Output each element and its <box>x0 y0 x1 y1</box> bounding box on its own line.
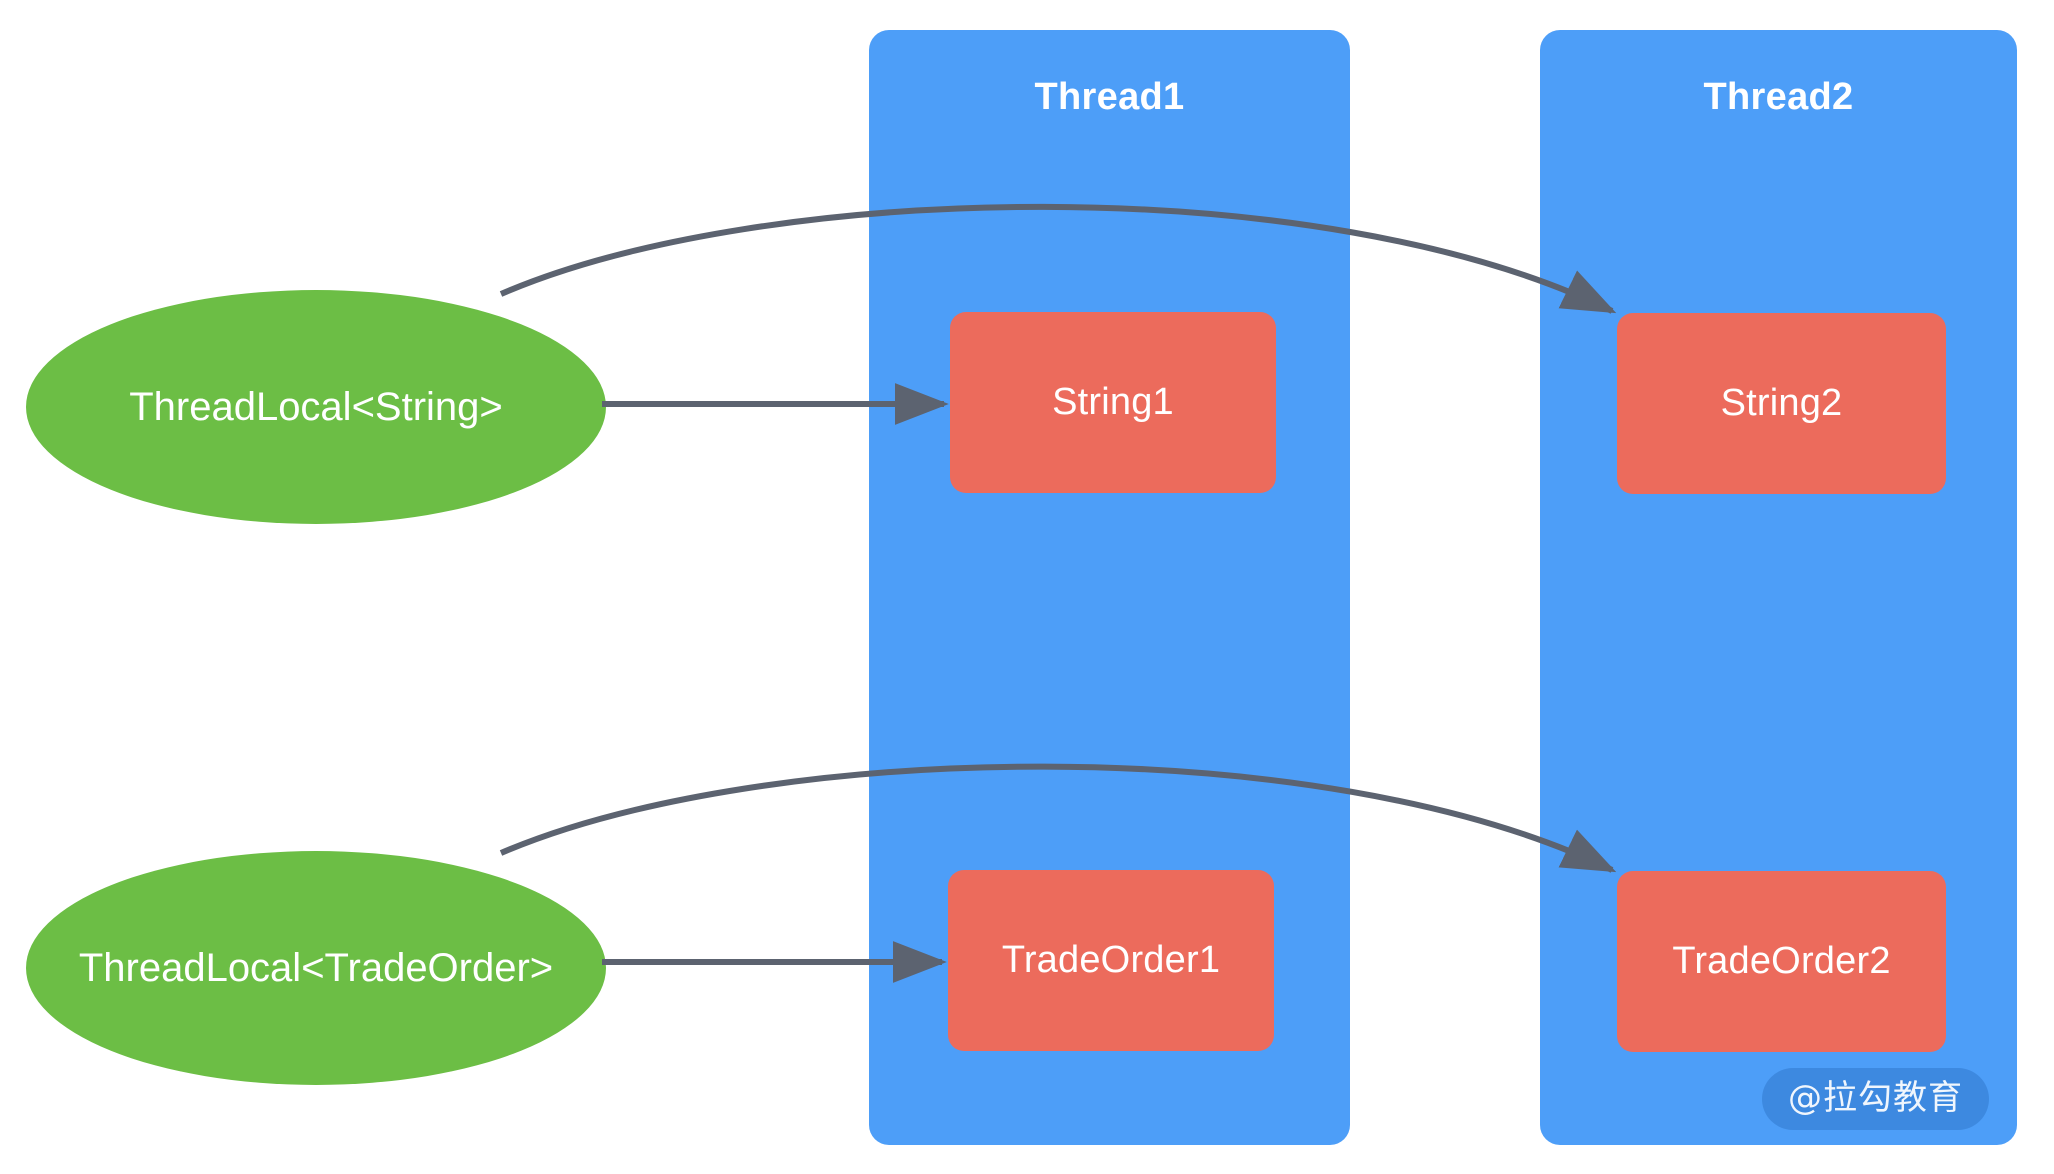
value-box-tradeorder1: TradeOrder1 <box>948 870 1274 1051</box>
value-box-string2: String2 <box>1617 313 1946 494</box>
threadlocal-ellipse-tradeorder: ThreadLocal<TradeOrder> <box>26 851 606 1085</box>
thread-title-thread1: Thread1 <box>1034 76 1185 118</box>
thread-title-thread2: Thread2 <box>1703 76 1854 118</box>
value-box-string1: String1 <box>950 312 1276 493</box>
watermark-badge: @拉勾教育 <box>1762 1068 1989 1130</box>
value-box-tradeorder2: TradeOrder2 <box>1617 871 1946 1052</box>
threadlocal-ellipse-string: ThreadLocal<String> <box>26 290 606 524</box>
